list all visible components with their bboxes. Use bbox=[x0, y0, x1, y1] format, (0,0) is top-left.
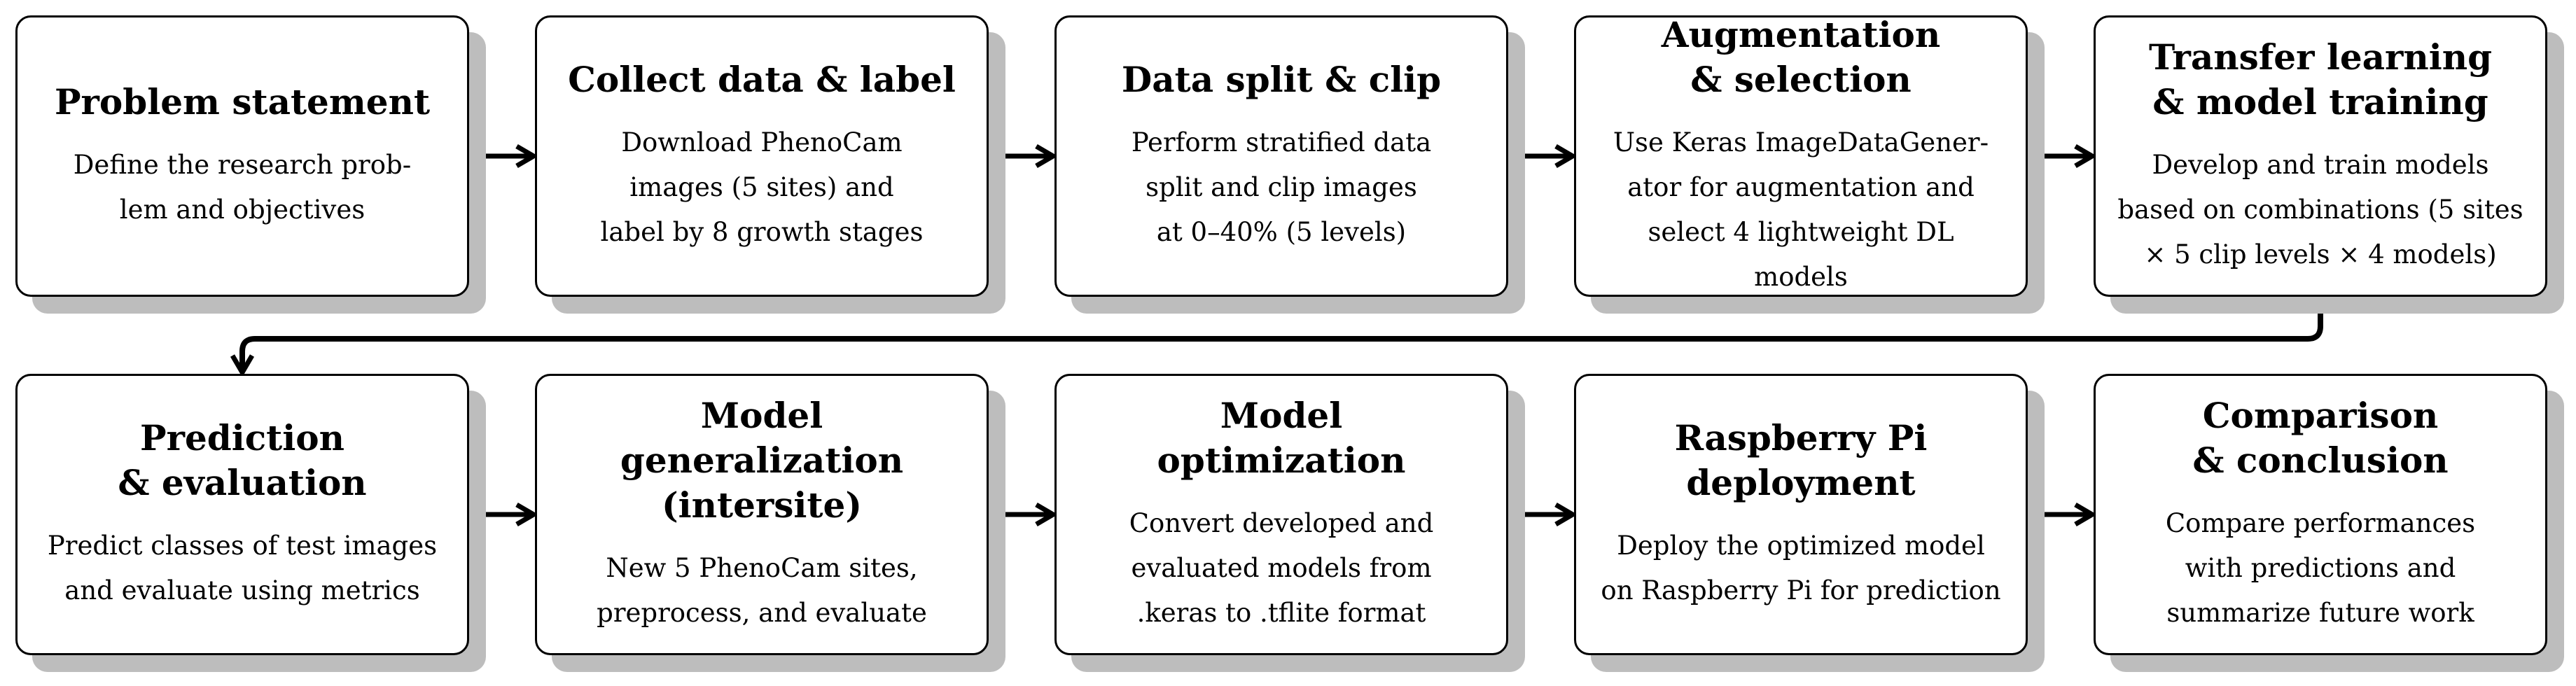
step-augmentation-selection: Augmentation & selection Use Keras Image… bbox=[1574, 14, 2028, 297]
step-title: Transfer learning & model training bbox=[2148, 36, 2493, 122]
step-transfer-learning-training: Transfer learning & model training Devel… bbox=[2094, 15, 2547, 297]
step-title: Data split & clip bbox=[1121, 59, 1442, 100]
step-title: Problem statement bbox=[54, 81, 431, 122]
step-title: Augmentation & selection bbox=[1661, 14, 1941, 100]
step-title: Comparison & conclusion bbox=[2192, 395, 2449, 481]
step-collect-data-label: Collect data & label Download PhenoCam i… bbox=[535, 15, 989, 297]
step-description: Compare performances with predictions an… bbox=[2165, 508, 2476, 628]
step-prediction-evaluation: Prediction & evaluation Predict classes … bbox=[15, 374, 469, 655]
arrowhead-1-to-2 bbox=[515, 144, 536, 169]
step-model-generalization: Model generalization (intersite) New 5 P… bbox=[535, 374, 989, 655]
arrowhead-6-to-7 bbox=[515, 502, 536, 527]
step-title: Prediction & evaluation bbox=[118, 417, 367, 503]
arrowhead-7-to-8 bbox=[1035, 502, 1056, 527]
step-description: Define the research prob- lem and object… bbox=[73, 150, 412, 225]
arrowhead-2-to-3 bbox=[1035, 144, 1056, 169]
step-description: New 5 PhenoCam sites, preprocess, and ev… bbox=[597, 553, 927, 628]
step-description: Perform stratified data split and clip i… bbox=[1131, 127, 1432, 247]
arrowhead-8-to-9 bbox=[1554, 502, 1575, 527]
step-title: Raspberry Pi deployment bbox=[1674, 417, 1928, 503]
step-model-optimization: Model optimization Convert developed and… bbox=[1054, 374, 1508, 655]
step-title: Model generalization (intersite) bbox=[620, 395, 904, 526]
step-description: Predict classes of test images and evalu… bbox=[47, 531, 438, 606]
step-raspberry-pi-deployment: Raspberry Pi deployment Deploy the optim… bbox=[1574, 374, 2028, 655]
arrowhead-3-to-4 bbox=[1554, 144, 1575, 169]
step-description: Deploy the optimized model on Raspberry … bbox=[1601, 531, 2001, 606]
arrowhead-5-to-6 bbox=[230, 354, 255, 375]
step-title: Model optimization bbox=[1157, 395, 1406, 481]
step-description: Convert developed and evaluated models f… bbox=[1129, 508, 1434, 628]
step-comparison-conclusion: Comparison & conclusion Compare performa… bbox=[2094, 374, 2547, 655]
step-title: Collect data & label bbox=[568, 59, 956, 100]
arrowhead-4-to-5 bbox=[2074, 144, 2095, 169]
step-description: Download PhenoCam images (5 sites) and l… bbox=[600, 127, 924, 247]
step-problem-statement: Problem statement Define the research pr… bbox=[15, 15, 469, 297]
arrowhead-9-to-10 bbox=[2074, 502, 2095, 527]
arrow-5-to-6 bbox=[239, 297, 2323, 370]
step-data-split-clip: Data split & clip Perform stratified dat… bbox=[1054, 15, 1508, 297]
step-description: Use Keras ImageDataGener- ator for augme… bbox=[1613, 127, 1989, 292]
step-description: Develop and train models based on combin… bbox=[2117, 150, 2523, 270]
